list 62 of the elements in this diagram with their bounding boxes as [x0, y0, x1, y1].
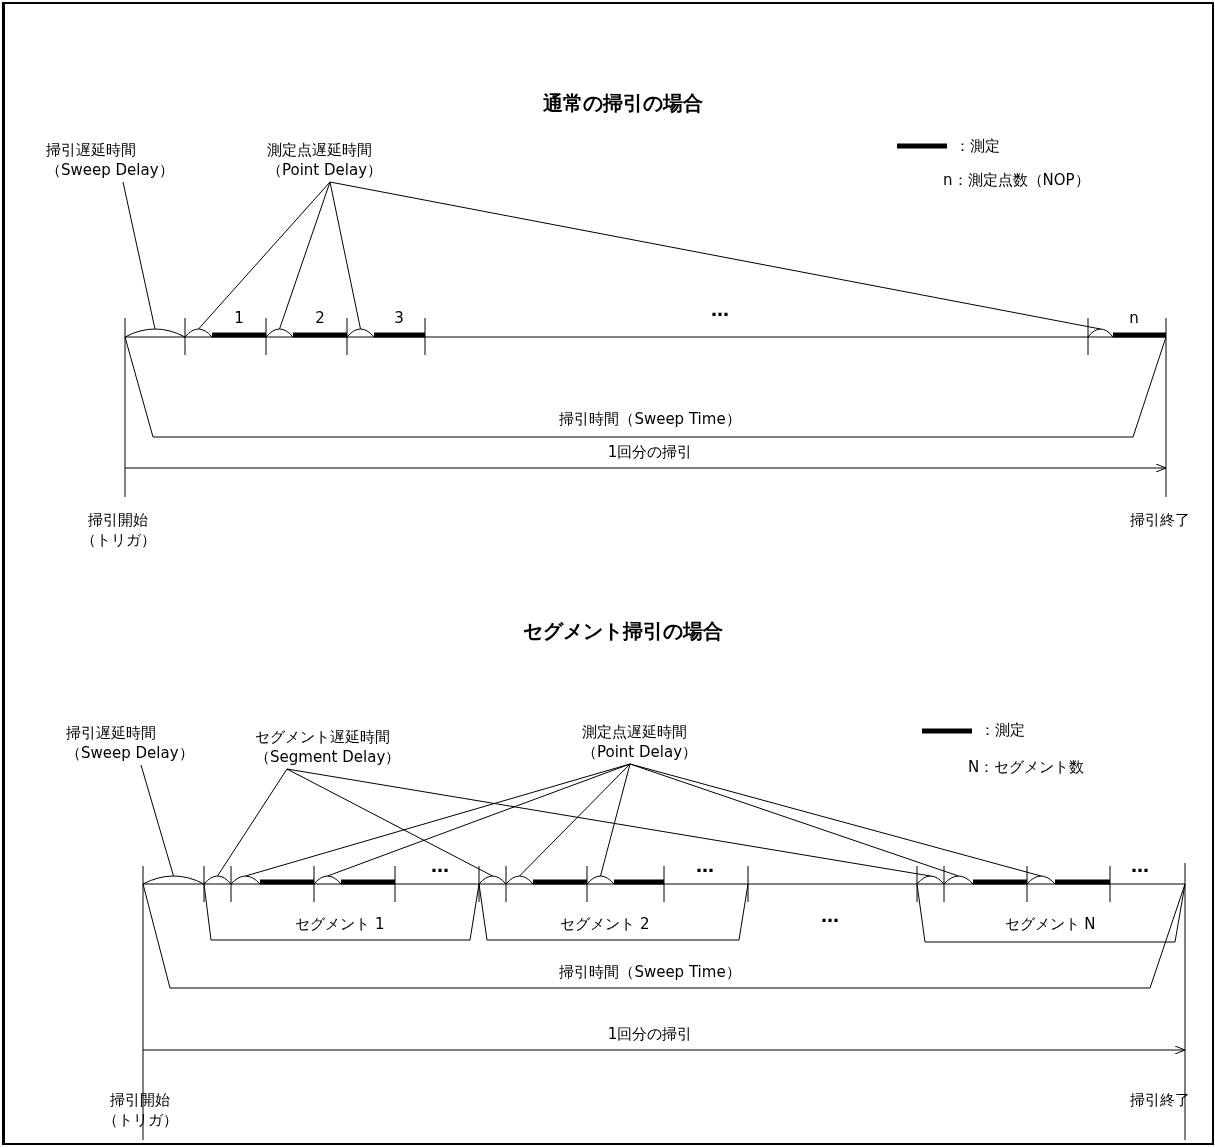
- event-label: 掃引終了: [1130, 510, 1190, 530]
- section-heading: セグメント掃引の場合: [523, 621, 723, 641]
- delay-arc: [917, 876, 944, 885]
- callout-text: 掃引遅延時間 （Sweep Delay）: [66, 723, 194, 763]
- ellipsis: …: [821, 906, 839, 926]
- delay-arc: [266, 329, 293, 338]
- leader-line: [286, 768, 931, 877]
- event-label: （トリガ）: [80, 530, 156, 550]
- leader-line: [140, 764, 174, 877]
- leader-line: [600, 763, 631, 877]
- leader-line: [519, 763, 631, 877]
- leader-line: [629, 763, 959, 877]
- event-label: 掃引開始: [110, 1090, 170, 1110]
- dimension-label: 1回分の掃引: [607, 442, 693, 462]
- leader-line: [629, 763, 1042, 877]
- ellipsis: …: [696, 856, 714, 876]
- leader-line: [327, 763, 631, 877]
- delay-arc: [314, 876, 341, 885]
- segment-label: セグメント 1: [295, 914, 385, 934]
- point-number: n: [1129, 308, 1139, 328]
- ellipsis: …: [711, 300, 729, 320]
- delay-arc: [185, 329, 212, 338]
- bracket-label: 掃引時間（Sweep Time）: [559, 409, 741, 429]
- delay-arc: [231, 876, 260, 885]
- event-label: （トリガ）: [102, 1110, 178, 1130]
- ellipsis: …: [1131, 856, 1149, 876]
- delay-arc: [1088, 329, 1113, 338]
- delay-arc: [506, 876, 533, 885]
- leader-line: [122, 181, 156, 330]
- point-number: 3: [394, 308, 404, 328]
- delay-arc: [587, 876, 614, 885]
- dimension-label: 1回分の掃引: [607, 1024, 693, 1044]
- delay-arc: [347, 329, 374, 338]
- delay-arc: [143, 876, 204, 885]
- legend-note: N：セグメント数: [968, 757, 1085, 777]
- callout-text: 掃引遅延時間 （Sweep Delay）: [46, 140, 174, 180]
- delay-arc: [125, 329, 185, 338]
- delay-arc: [1027, 876, 1055, 885]
- point-number: 2: [315, 308, 325, 328]
- legend-note: n：測定点数（NOP）: [943, 170, 1090, 190]
- callout-text: 測定点遅延時間 （Point Delay）: [582, 722, 698, 762]
- ellipsis: …: [431, 856, 449, 876]
- segment-label: セグメント 2: [560, 914, 650, 934]
- leader-line: [329, 181, 1101, 330]
- legend-text: ：測定: [980, 720, 1025, 740]
- event-label: 掃引終了: [1130, 1090, 1190, 1110]
- callout-text: セグメント遅延時間 （Segment Delay）: [255, 727, 401, 767]
- leader-line: [329, 181, 361, 330]
- delay-arc: [944, 876, 973, 885]
- section-heading: 通常の掃引の場合: [543, 93, 703, 113]
- event-label: 掃引開始: [88, 510, 148, 530]
- bracket-label: 掃引時間（Sweep Time）: [559, 962, 741, 982]
- point-number: 1: [234, 308, 244, 328]
- leader-line: [286, 768, 493, 877]
- legend-text: ：測定: [955, 136, 1000, 156]
- leader-line: [198, 181, 331, 330]
- delay-arc: [204, 876, 231, 885]
- callout-text: 測定点遅延時間 （Point Delay）: [267, 140, 383, 180]
- leader-line: [217, 768, 288, 877]
- leader-line: [279, 181, 331, 330]
- delay-arc: [479, 876, 506, 885]
- segment-label: セグメント N: [1004, 914, 1096, 934]
